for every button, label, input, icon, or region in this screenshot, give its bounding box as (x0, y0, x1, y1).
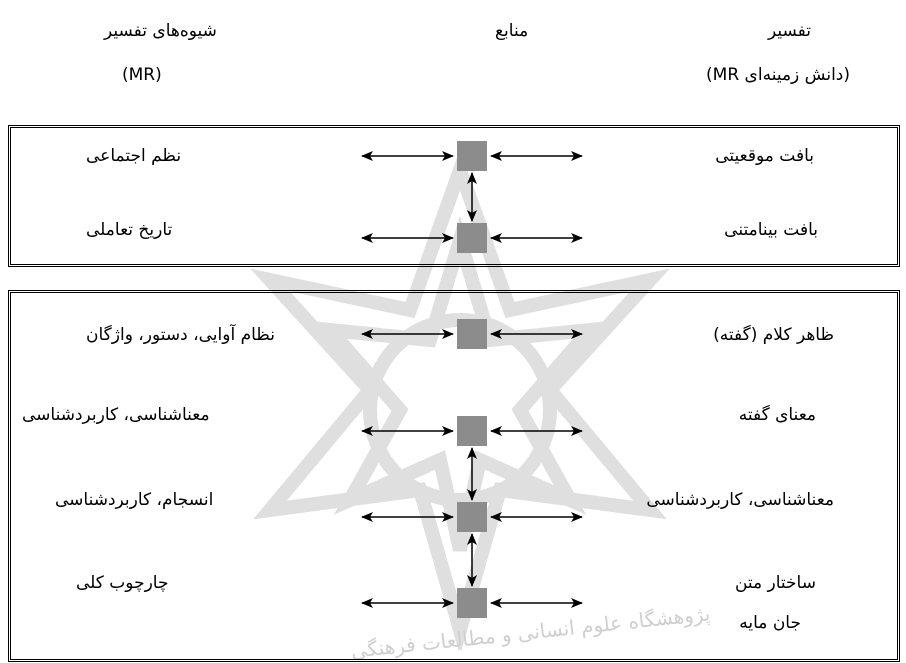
label-utterance-meaning: معنای گفته (738, 405, 816, 425)
label-point: جان مایه (739, 613, 801, 633)
resource-node-structure (457, 588, 487, 618)
resource-node-situational (457, 141, 487, 171)
header-methods: شیوه‌های تفسیر (104, 21, 217, 41)
resource-node-local (457, 502, 487, 532)
label-surface-utterance: ظاهر کلام (گفته) (713, 325, 834, 345)
label-social-order: نظم اجتماعی (86, 146, 182, 166)
header-interpretation-sub: (دانش زمینه‌ای MR) (706, 65, 850, 85)
label-semantics-pragmatics-right: معناشناسی، کاربردشناسی (646, 490, 834, 510)
context-box (8, 125, 900, 267)
label-semantics-pragmatics-left: معناشناسی، کاربردشناسی (22, 405, 210, 425)
label-schema: چارچوب کلی (76, 573, 169, 593)
header-methods-sub: (MR) (122, 65, 162, 85)
label-interactional-history: تاریخ تعاملی (86, 220, 173, 240)
label-cohesion-pragmatics: انسجام، کاربردشناسی (55, 490, 214, 510)
resource-node-intertextual (457, 223, 487, 253)
resource-node-meaning (457, 416, 487, 446)
label-text-structure: ساختار متن (734, 573, 816, 593)
header-interpretation: تفسیر (767, 21, 811, 41)
label-intertextual-context: بافت بینامتنی (724, 220, 818, 240)
label-phonology-grammar-lexicon: نظام آوایی، دستور، واژگان (86, 325, 275, 345)
resource-node-surface (457, 319, 487, 349)
label-situational-context: بافت موقعیتی (715, 146, 814, 166)
header-resources: منابع (495, 21, 529, 41)
